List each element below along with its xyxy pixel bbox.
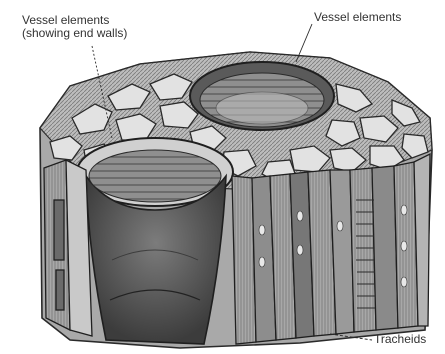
label-vessel-elements-right: Vessel elements — [314, 11, 401, 24]
label-vessel-elements-line2: (showing end walls) — [22, 27, 127, 40]
label-tracheids: Tracheids — [374, 333, 426, 346]
vessel-element-left — [77, 138, 233, 344]
label-vessel-elements-left: Vessel elements (showing end walls) — [22, 14, 127, 40]
tracheids — [232, 154, 430, 344]
left-front-cells — [44, 160, 92, 336]
vessel-element-right — [190, 62, 334, 130]
